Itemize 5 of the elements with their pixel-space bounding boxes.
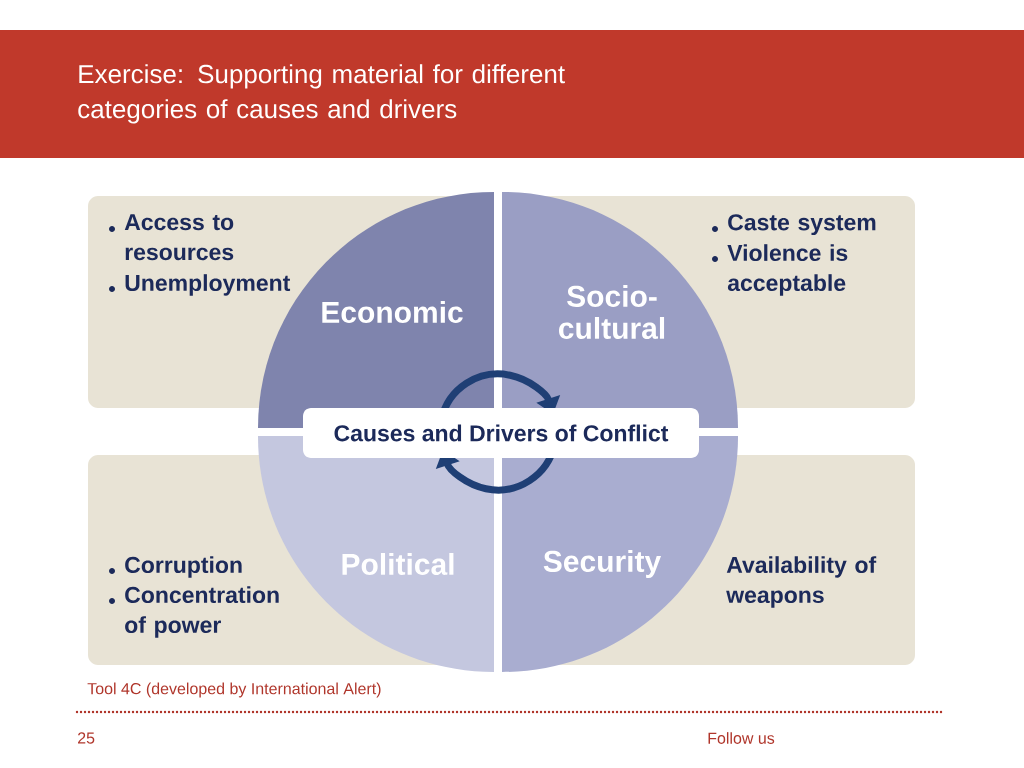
footer-text: Tool 4C (developed by International Alert) bbox=[87, 682, 381, 698]
footer-text: 25 bbox=[78, 732, 95, 744]
title: Exercise: Supporting material for different categories of causes and drivers bbox=[78, 64, 565, 124]
footer-text: Follow us bbox=[708, 732, 775, 744]
center-box: Causes and Drivers of Conflict bbox=[303, 408, 699, 458]
